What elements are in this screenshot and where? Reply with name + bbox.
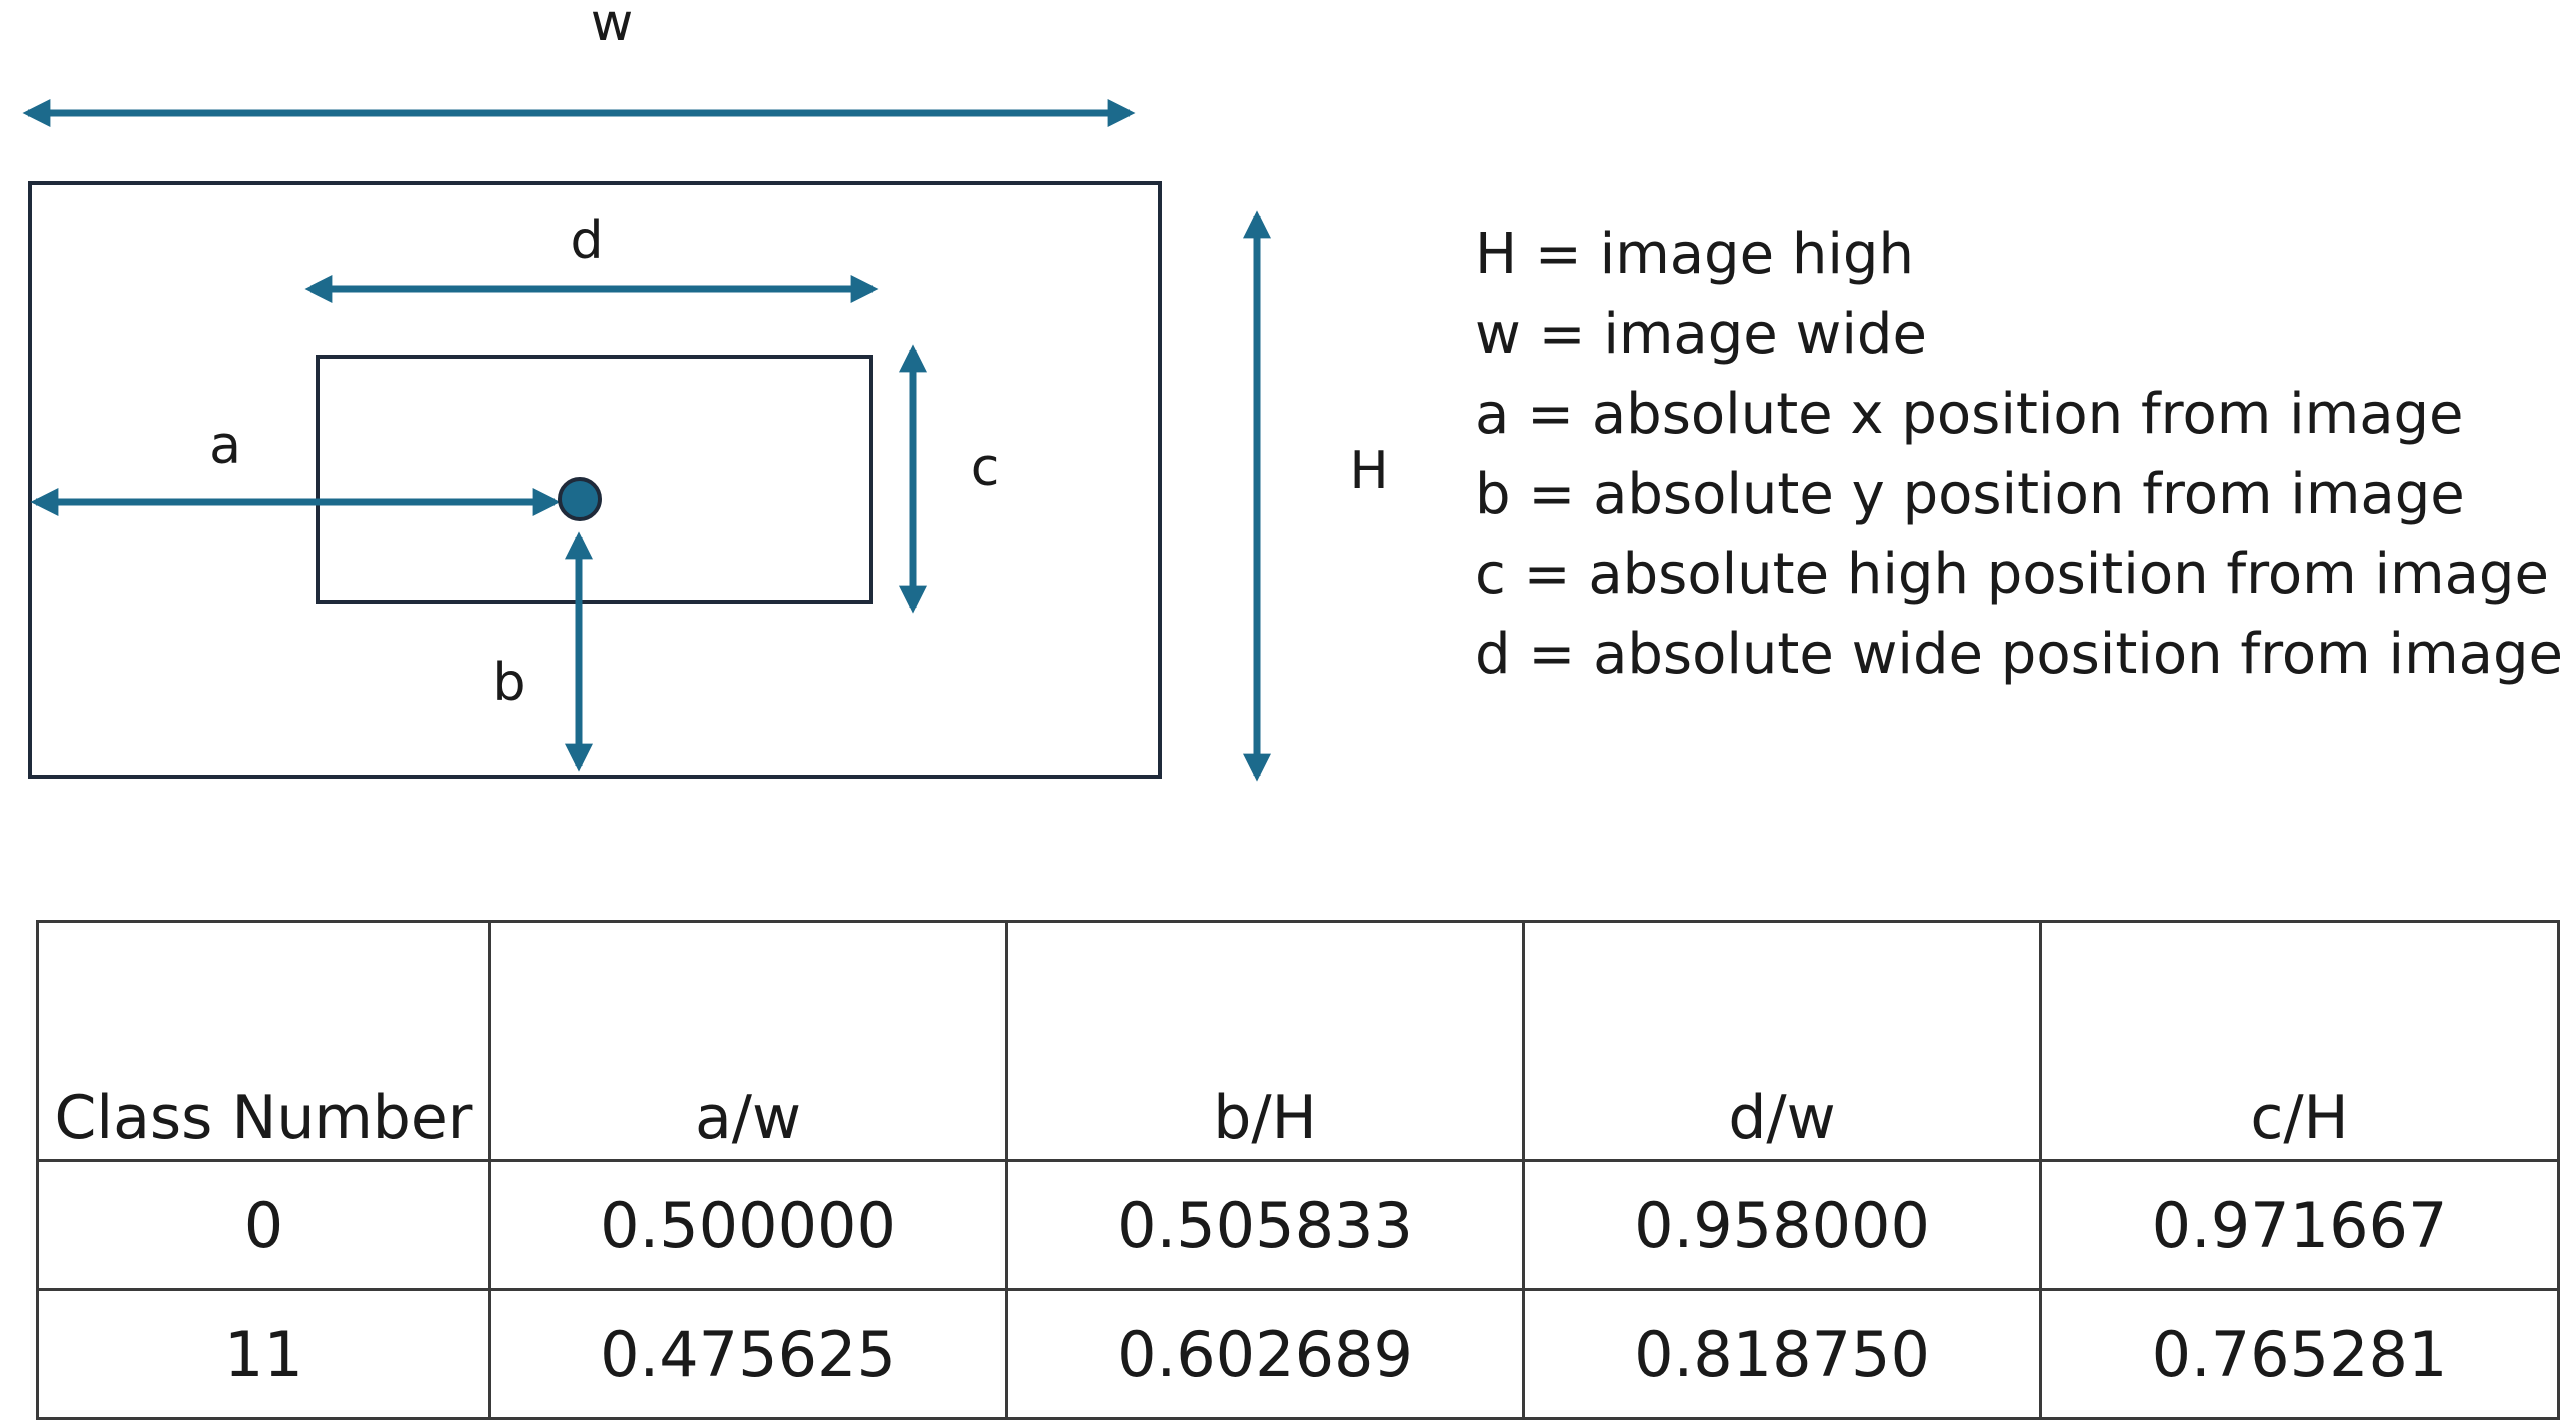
legend-item-c: c = absolute high position from image bbox=[1475, 542, 2549, 607]
table-cell: 11 bbox=[36, 1288, 491, 1420]
table-cell: 0.602689 bbox=[1005, 1288, 1525, 1420]
normalized-values-table: Class Number a/w b/H d/w c/H 0 0.500000 … bbox=[36, 920, 2560, 1420]
label-b: b bbox=[492, 653, 525, 713]
bounding-box-diagram: w d a b c H bbox=[22, 0, 1389, 782]
table-row: 0 0.500000 0.505833 0.958000 0.971667 bbox=[36, 1159, 2560, 1291]
label-w: w bbox=[591, 0, 634, 53]
label-d: d bbox=[570, 211, 603, 271]
header-b-over-H: b/H bbox=[1005, 920, 1525, 1162]
label-c: c bbox=[971, 438, 1000, 498]
header-c-over-H: c/H bbox=[2039, 920, 2560, 1162]
table-cell: 0.500000 bbox=[488, 1159, 1008, 1291]
label-a: a bbox=[209, 416, 241, 476]
label-H: H bbox=[1349, 441, 1388, 501]
image-frame bbox=[28, 181, 1162, 779]
legend-item-H: H = image high bbox=[1475, 222, 1914, 287]
variable-legend: H = image high w = image wide a = absolu… bbox=[1475, 215, 2563, 695]
table-cell: 0.818750 bbox=[1522, 1288, 2042, 1420]
header-a-over-w: a/w bbox=[488, 920, 1008, 1162]
table-cell: 0.971667 bbox=[2039, 1159, 2560, 1291]
header-d-over-w: d/w bbox=[1522, 920, 2042, 1162]
table-header-row: Class Number a/w b/H d/w c/H bbox=[36, 920, 2560, 1162]
table-cell: 0.505833 bbox=[1005, 1159, 1525, 1291]
legend-item-b: b = absolute y position from image bbox=[1475, 462, 2465, 527]
table-cell: 0.958000 bbox=[1522, 1159, 2042, 1291]
legend-item-a: a = absolute x position from image bbox=[1475, 382, 2464, 447]
header-class-number: Class Number bbox=[36, 920, 491, 1162]
table-cell: 0 bbox=[36, 1159, 491, 1291]
bounding-box bbox=[316, 355, 873, 604]
table-cell: 0.475625 bbox=[488, 1288, 1008, 1420]
center-point bbox=[558, 477, 602, 521]
legend-item-w: w = image wide bbox=[1475, 302, 1927, 367]
table-row: 11 0.475625 0.602689 0.818750 0.765281 bbox=[36, 1288, 2560, 1420]
legend-item-d: d = absolute wide position from image bbox=[1475, 622, 2563, 687]
table-cell: 0.765281 bbox=[2039, 1288, 2560, 1420]
